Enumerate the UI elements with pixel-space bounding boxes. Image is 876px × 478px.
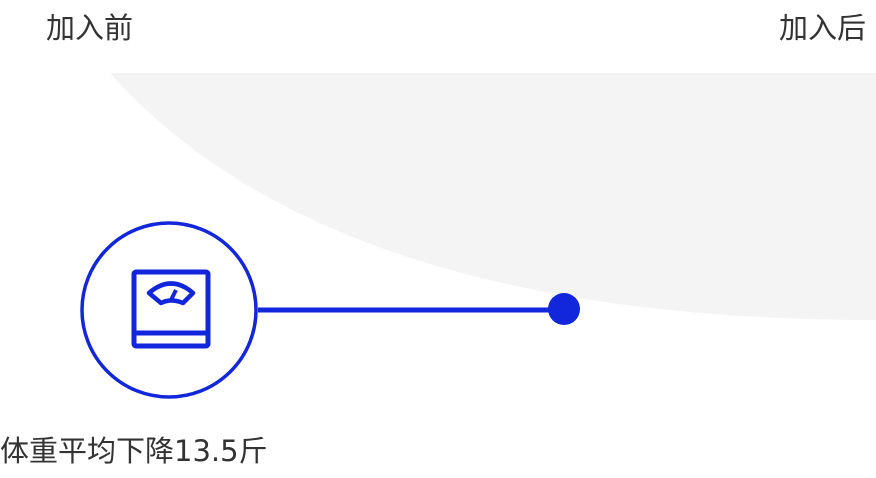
- endpoint-dot: [548, 293, 580, 325]
- trend-area: [110, 73, 876, 320]
- before-label: 加入前: [46, 11, 134, 45]
- weight-scale-icon: [131, 269, 211, 349]
- after-label: 加入后: [778, 11, 866, 45]
- icon-circle: [80, 221, 258, 399]
- weight-loss-summary: 体重平均下降13.5斤: [0, 434, 268, 468]
